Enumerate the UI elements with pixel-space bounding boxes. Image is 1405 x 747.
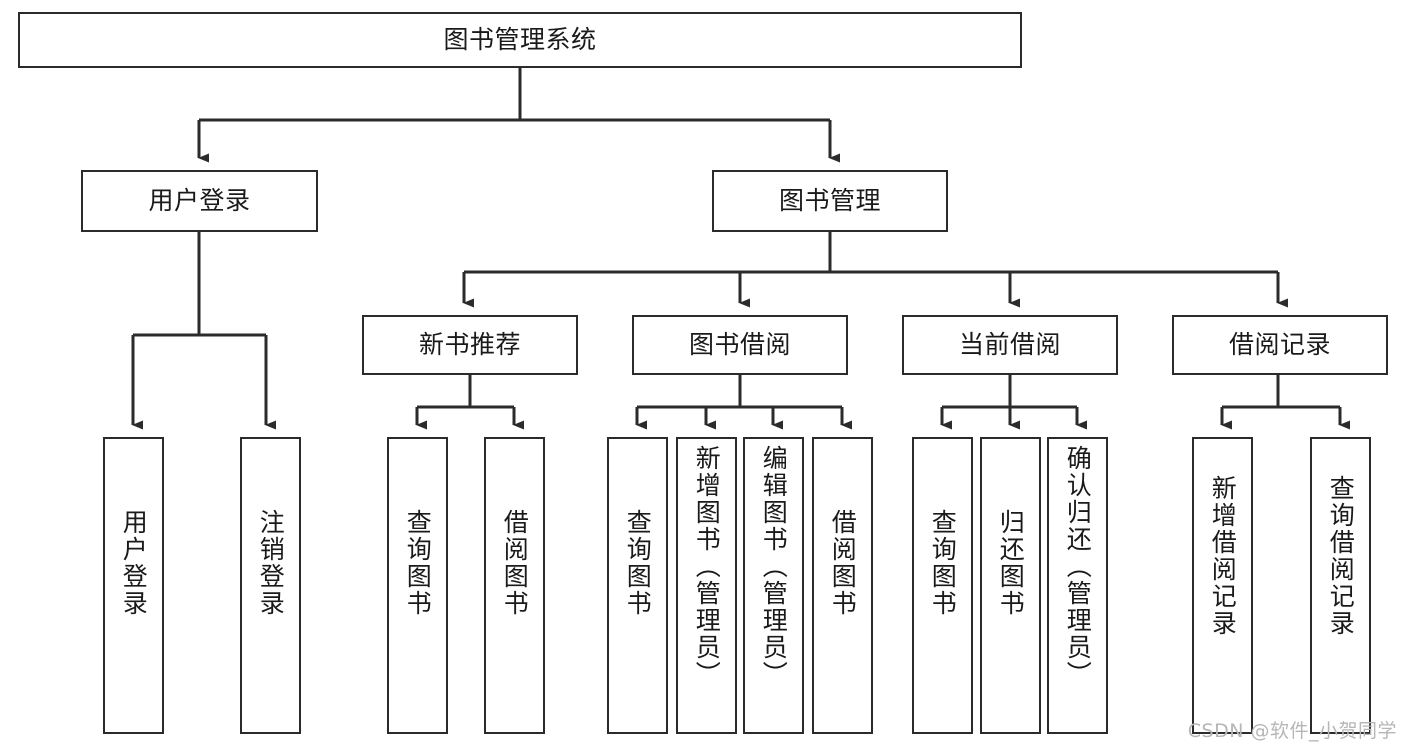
node-label: 图书借阅 [688, 330, 791, 360]
node-label: 用户登录 [119, 509, 149, 617]
node-label: 用户登录 [148, 186, 251, 216]
leaf-confirm-return-admin[interactable]: 确认归还（管理员） [1047, 437, 1108, 734]
node-label: 借阅图书 [500, 509, 530, 617]
node-label: 借阅图书 [828, 509, 858, 617]
node-label: 查询图书 [623, 509, 653, 617]
leaf-edit-book-admin[interactable]: 编辑图书（管理员） [743, 437, 804, 734]
node-book-management[interactable]: 图书管理 [712, 170, 948, 232]
node-user-login[interactable]: 用户登录 [81, 170, 318, 232]
node-borrow-record[interactable]: 借阅记录 [1172, 315, 1388, 375]
node-label: 确认归还（管理员） [1063, 445, 1093, 688]
node-label: 新增图书（管理员） [692, 445, 722, 688]
leaf-borrow-book-recommend[interactable]: 借阅图书 [484, 437, 545, 734]
node-label: 编辑图书（管理员） [759, 445, 789, 688]
leaf-add-borrow-record[interactable]: 新增借阅记录 [1192, 437, 1253, 734]
node-book-management-system[interactable]: 图书管理系统 [18, 12, 1022, 68]
leaf-logout-login[interactable]: 注销登录 [240, 437, 301, 734]
leaf-borrow-book-borrow[interactable]: 借阅图书 [812, 437, 873, 734]
node-label: 查询图书 [403, 509, 433, 617]
node-label: 借阅记录 [1228, 330, 1331, 360]
node-label: 查询借阅记录 [1326, 475, 1356, 637]
node-label: 图书管理 [778, 186, 881, 216]
leaf-query-borrow-record[interactable]: 查询借阅记录 [1310, 437, 1371, 734]
node-new-book-recommend[interactable]: 新书推荐 [362, 315, 578, 375]
csdn-watermark: CSDN @软件_小贺同学 [1187, 720, 1397, 742]
leaf-query-book-recommend[interactable]: 查询图书 [387, 437, 448, 734]
node-book-borrow[interactable]: 图书借阅 [632, 315, 848, 375]
node-label: 新书推荐 [418, 330, 521, 360]
leaf-return-book[interactable]: 归还图书 [980, 437, 1041, 734]
node-label: 查询图书 [928, 509, 958, 617]
node-label: 注销登录 [256, 509, 286, 617]
leaf-query-book-borrow[interactable]: 查询图书 [607, 437, 668, 734]
node-label: 新增借阅记录 [1208, 475, 1238, 637]
node-current-borrow[interactable]: 当前借阅 [902, 315, 1118, 375]
node-label: 图书管理系统 [443, 25, 597, 55]
leaf-user-login[interactable]: 用户登录 [103, 437, 164, 734]
leaf-query-book-current[interactable]: 查询图书 [912, 437, 973, 734]
node-label: 归还图书 [996, 509, 1026, 617]
leaf-add-book-admin[interactable]: 新增图书（管理员） [676, 437, 737, 734]
node-label: 当前借阅 [958, 330, 1061, 360]
